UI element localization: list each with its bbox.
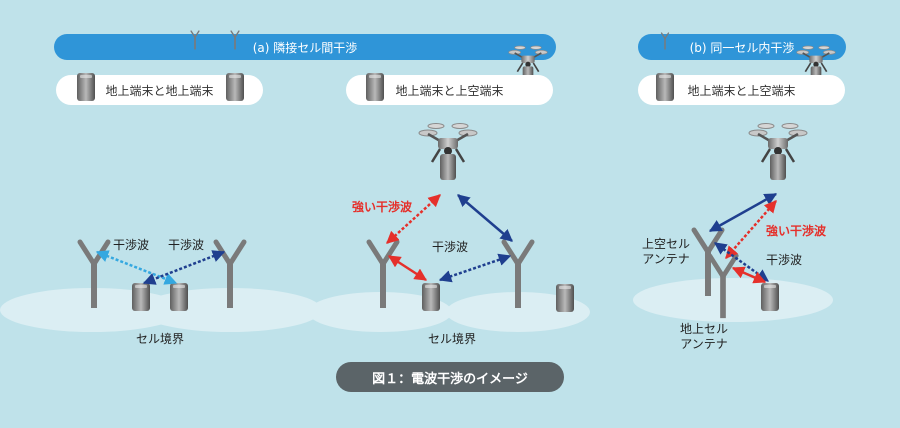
ground-terminal-icon [366,73,384,101]
header-b-title: (b) 同一セル内干渉 [689,40,795,55]
drone-icon [748,122,808,182]
strong-interference-arrow [386,194,441,244]
label-cell-boundary-a1: セル境界 [136,332,185,346]
ground-terminal-icon [656,73,674,101]
header-a: (a) 隣接セル間干渉 [54,34,556,60]
interference-arrow-navy [713,241,770,283]
ground-terminal-icon [132,283,150,311]
label-strong-interference-b: 強い干渉波 [766,224,827,238]
signal-arrow-red [731,266,767,284]
ground-terminal-icon [556,284,574,312]
ground-terminal-icon [226,73,244,101]
ground-terminal-icon [77,73,95,101]
label-interference-b: 干渉波 [766,253,803,267]
ground-terminal-icon [761,283,779,311]
cell-area-a2-right [446,292,590,332]
figure-caption: 図１：電波干渉のイメージ [336,362,564,392]
label-cell-boundary-a2: セル境界 [428,332,477,346]
subtitle-icons [77,73,674,101]
label-ground-cell-antenna: 地上セル アンテナ [680,322,729,351]
strong-interference-arrow [725,200,777,259]
cell-area-a2-left [308,292,452,332]
header-a-title: (a) 隣接セル間干渉 [252,40,358,55]
label-sky-cell-antenna: 上空セル アンテナ [642,237,691,266]
label-strong-interference-a2: 強い干渉波 [352,200,413,214]
label-interference-a1-right: 干渉波 [168,238,205,252]
interference-arrow-light [95,250,178,285]
drone-icon [418,122,478,182]
interference-arrow-navy [142,250,226,285]
ground-terminal-icon [170,283,188,311]
cell-area-b [633,278,833,322]
label-interference-a1-left: 干渉波 [113,238,150,252]
interference-arrow-navy [438,253,512,283]
label-interference-a2: 干渉波 [432,240,469,254]
signal-arrow-navy [457,194,513,242]
signal-arrow-red [387,254,428,282]
ground-terminal-icon [422,283,440,311]
